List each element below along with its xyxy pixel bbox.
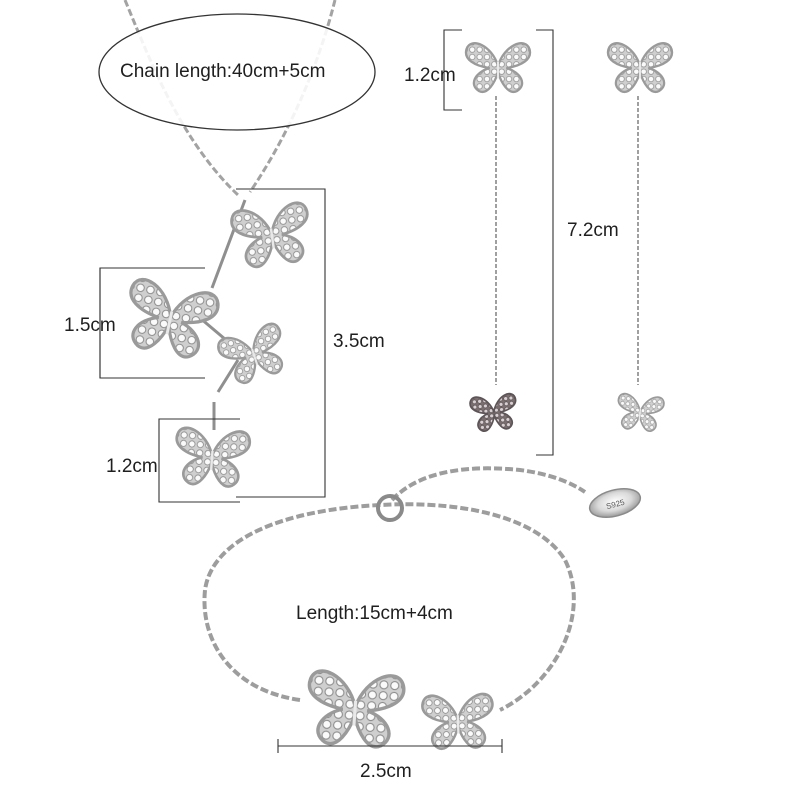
bracelet-tag bbox=[588, 488, 642, 518]
bracelet-butterfly-small bbox=[420, 692, 496, 751]
earring-right-stud bbox=[606, 42, 674, 94]
small-butterfly-bracket bbox=[158, 418, 240, 503]
necklace-chain-left bbox=[123, 0, 240, 197]
earring-left-stud bbox=[464, 42, 532, 94]
earring-length-bracket bbox=[536, 29, 554, 456]
earrings bbox=[443, 29, 674, 456]
necklace bbox=[98, 0, 376, 503]
earring-right-drop bbox=[614, 392, 666, 434]
bracelet-extender bbox=[390, 466, 587, 502]
bracelet-butterfly-large bbox=[303, 668, 407, 751]
bracelet-clasp bbox=[376, 494, 404, 522]
stud-size-label: 1.2cm bbox=[404, 65, 456, 86]
chain-length-oval bbox=[98, 13, 376, 131]
stud-size-bracket bbox=[443, 29, 462, 111]
necklace-butterfly-large bbox=[118, 275, 222, 364]
pendant-height-bracket bbox=[236, 188, 326, 498]
earring-left-drop bbox=[468, 392, 520, 434]
bracelet-length-label: Length:15cm+4cm bbox=[296, 603, 453, 624]
large-butterfly-size-label: 1.5cm bbox=[64, 315, 116, 336]
small-butterfly-size-label: 1.2cm bbox=[106, 456, 158, 477]
necklace-butterfly-top bbox=[228, 200, 316, 271]
bracelet: S925 bbox=[202, 466, 642, 753]
chain-length-label: Chain length:40cm+5cm bbox=[120, 61, 326, 82]
earring-length-label: 7.2cm bbox=[567, 220, 619, 241]
pendant-height-label: 3.5cm bbox=[333, 331, 385, 352]
necklace-butterfly-bottom bbox=[172, 425, 252, 490]
charm-width-label: 2.5cm bbox=[360, 761, 412, 782]
